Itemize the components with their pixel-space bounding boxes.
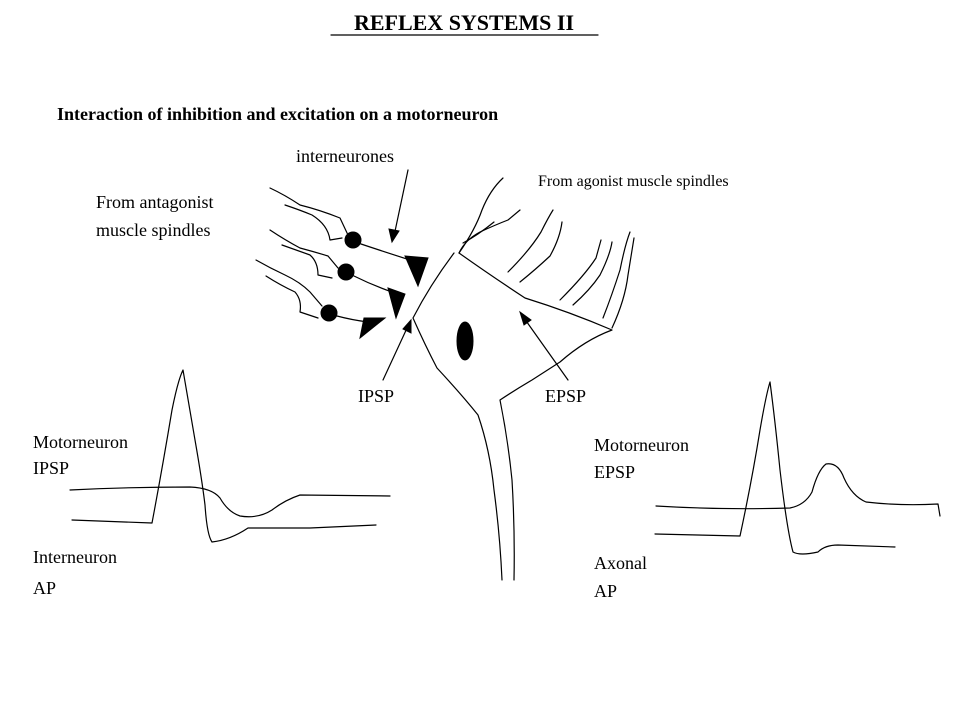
page-subtitle: Interaction of inhibition and excitation… bbox=[57, 104, 498, 124]
right-axonal-ap-trace bbox=[654, 381, 896, 555]
right-motorneuron-epsp-trace bbox=[655, 463, 941, 517]
agonist-dendrite-1 bbox=[458, 177, 504, 254]
interneuron-axon-2 bbox=[353, 275, 393, 293]
left-interneuron-ap-trace bbox=[71, 369, 377, 543]
nucleus bbox=[456, 321, 474, 361]
right-bottom-label-1: Axonal bbox=[594, 553, 647, 573]
right-top-label-2: EPSP bbox=[594, 462, 635, 482]
interneuron-axon-1 bbox=[360, 243, 411, 261]
arrow-ipsp bbox=[382, 325, 409, 381]
label-ipsp: IPSP bbox=[358, 386, 394, 406]
antagonist-fiber-2 bbox=[269, 229, 339, 269]
label-from-antagonist-2: muscle spindles bbox=[96, 220, 211, 240]
interneuron-soma-2 bbox=[337, 263, 355, 281]
agonist-dendrite-2 bbox=[507, 209, 563, 283]
left-bottom-label-1: Interneuron bbox=[33, 547, 117, 567]
antagonist-fiber-3b bbox=[265, 275, 319, 319]
arrow-interneurones bbox=[393, 169, 409, 237]
label-interneurones: interneurones bbox=[296, 146, 394, 166]
antagonist-fiber-2b bbox=[281, 244, 333, 279]
left-top-label-2: IPSP bbox=[33, 458, 69, 478]
label-epsp: EPSP bbox=[545, 386, 586, 406]
arrowhead-epsp bbox=[519, 310, 532, 326]
arrow-epsp bbox=[523, 317, 569, 381]
interneuron-soma-3 bbox=[320, 304, 338, 322]
interneuron-terminal-2 bbox=[387, 287, 406, 320]
agonist-dendrite-4 bbox=[602, 231, 635, 329]
antagonist-fiber-3 bbox=[255, 259, 323, 307]
arrowhead-interneurones bbox=[388, 228, 400, 244]
right-bottom-label-2: AP bbox=[594, 581, 617, 601]
interneuron-soma-1 bbox=[344, 231, 362, 249]
left-motorneuron-ipsp-trace bbox=[69, 486, 391, 518]
antagonist-fiber-1b bbox=[284, 204, 343, 241]
left-bottom-label-2: AP bbox=[33, 578, 56, 598]
label-from-agonist: From agonist muscle spindles bbox=[538, 173, 729, 190]
page-title: REFLEX SYSTEMS II bbox=[354, 10, 574, 35]
right-top-label-1: Motorneuron bbox=[594, 435, 689, 455]
left-top-label-1: Motorneuron bbox=[33, 432, 128, 452]
antagonist-fiber-1 bbox=[269, 187, 349, 236]
interneuron-terminal-3 bbox=[359, 317, 387, 340]
arrowhead-ipsp bbox=[402, 318, 412, 334]
agonist-dendrite-3 bbox=[559, 239, 613, 306]
interneuron-terminal-1 bbox=[404, 255, 429, 288]
label-from-antagonist-1: From antagonist bbox=[96, 192, 214, 212]
